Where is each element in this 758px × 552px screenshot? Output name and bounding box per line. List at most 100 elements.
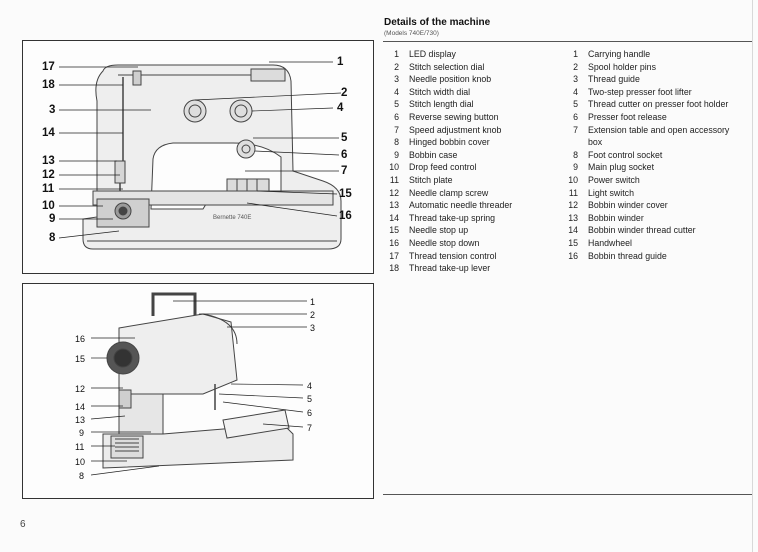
rear-part-item: 15 Handwheel [560, 237, 730, 250]
part-number: 3 [573, 74, 578, 85]
part-label: Bobbin winder [588, 212, 644, 223]
rear-part-item: 4 Two-step presser foot lifter [560, 86, 730, 99]
part-label: Bobbin case [409, 149, 458, 160]
part-number: 12 [568, 200, 578, 211]
part-number: 10 [389, 162, 399, 173]
part-number: 4 [394, 86, 399, 97]
front-part-item: 12 Needle clamp screw [381, 187, 556, 200]
rear-callout-6: 6 [307, 408, 313, 418]
rear-callout-9: 9 [79, 428, 85, 438]
rear-callout-4: 4 [307, 381, 313, 391]
part-number: 6 [394, 111, 399, 122]
part-number: 2 [394, 61, 399, 72]
footer-rule [383, 494, 752, 495]
front-part-item: 13 Automatic needle threader [381, 199, 556, 212]
part-label: Needle stop up [409, 225, 469, 236]
rear-callout-10: 10 [75, 457, 86, 467]
rear-callout-15: 15 [75, 354, 86, 364]
callout-1: 1 [337, 56, 344, 68]
rear-part-item: 13 Bobbin winder [560, 212, 730, 225]
rear-callout-1: 1 [310, 297, 316, 307]
part-label: Handwheel [588, 237, 633, 248]
part-label: Stitch width dial [409, 86, 471, 97]
part-number: 1 [573, 49, 578, 59]
part-label: Thread take-up spring [409, 212, 496, 223]
part-label: Needle position knob [409, 74, 492, 85]
part-number: 7 [573, 124, 578, 135]
part-number: 5 [573, 99, 578, 110]
callout-6: 6 [341, 149, 348, 161]
part-number: 6 [573, 111, 578, 122]
callout-9: 9 [49, 213, 56, 225]
part-number: 11 [568, 187, 578, 198]
part-label: Stitch plate [409, 174, 453, 185]
part-label: Extension table and open accessory box [588, 124, 730, 148]
part-label: Two-step presser foot lifter [588, 86, 692, 97]
rear-callout-5: 5 [307, 394, 313, 404]
part-number: 4 [573, 86, 578, 97]
brand-label: Bernette 740E [213, 215, 251, 221]
callout-14: 14 [42, 127, 55, 139]
callout-18: 18 [42, 79, 55, 91]
part-label: Needle stop down [409, 237, 480, 248]
callout-3: 3 [49, 104, 56, 116]
rear-callout-16: 16 [75, 334, 86, 344]
part-label: Stitch selection dial [409, 61, 485, 72]
part-label: Needle clamp screw [409, 187, 489, 198]
part-label: Thread take-up lever [409, 263, 491, 274]
part-number: 8 [394, 137, 399, 148]
part-number: 12 [389, 187, 399, 198]
part-number: 15 [568, 237, 578, 248]
part-number: 11 [389, 174, 399, 185]
rear-part-item: 3 Thread guide [560, 73, 730, 86]
callout-12: 12 [42, 169, 55, 181]
part-label: Light switch [588, 187, 634, 198]
callout-15: 15 [339, 188, 352, 200]
part-label: Bobbin thread guide [588, 250, 667, 261]
part-label: Thread guide [588, 74, 640, 85]
front-part-item: 16 Needle stop down [381, 237, 556, 250]
callout-5: 5 [341, 132, 348, 144]
part-label: Reverse sewing button [409, 111, 499, 122]
part-number: 14 [389, 212, 399, 223]
callout-11: 11 [42, 183, 55, 195]
part-label: Spool holder pins [588, 61, 656, 72]
page-subtitle: (Models 740E/730) [384, 30, 439, 37]
rear-callout-12: 12 [75, 384, 86, 394]
part-label: Stitch length dial [409, 99, 474, 110]
rear-callout-8: 8 [79, 471, 85, 481]
part-number: 9 [573, 162, 578, 173]
callout-2: 2 [341, 87, 348, 99]
rear-callout-3: 3 [310, 323, 316, 333]
part-number: 14 [568, 225, 578, 236]
part-label: Thread tension control [409, 250, 497, 261]
part-number: 13 [568, 212, 578, 223]
rear-callout-2: 2 [310, 310, 316, 320]
part-number: 13 [389, 200, 399, 211]
callout-16: 16 [339, 210, 352, 222]
front-part-item: 4 Stitch width dial [381, 86, 556, 99]
part-label: Drop feed control [409, 162, 477, 173]
front-part-item: 6 Reverse sewing button [381, 111, 556, 124]
callout-17: 17 [42, 61, 55, 73]
part-label: Thread cutter on presser foot holder [588, 99, 729, 110]
page-edge-line [752, 0, 753, 552]
part-number: 16 [389, 237, 399, 248]
rear-part-item: 7 Extension table and open accessory box [560, 124, 730, 149]
part-label: Automatic needle threader [409, 200, 513, 211]
front-part-item: 14 Thread take-up spring [381, 212, 556, 225]
